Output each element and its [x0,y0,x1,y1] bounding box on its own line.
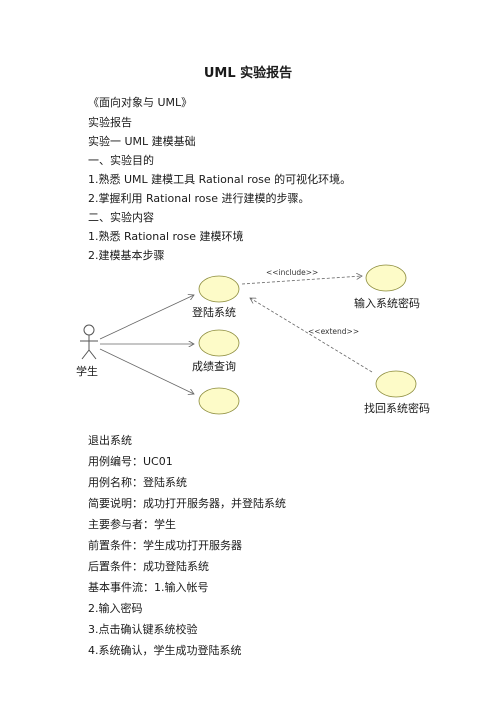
brief-description: 简要说明：成功打开服务器，并登陆系统 [88,497,286,510]
usecase-name: 用例名称：登陆系统 [88,476,187,489]
precondition: 前置条件：学生成功打开服务器 [88,539,242,552]
content-item-1: 1.熟悉 Rational rose 建模环境 [88,230,244,243]
purpose-item-1: 1.熟悉 UML 建模工具 Rational rose 的可视化环境。 [88,173,352,186]
purpose-item-2: 2.掌握利用 Rational rose 进行建模的步骤。 [88,192,310,205]
usecase-recover-password-label: 找回系统密码 [364,401,430,415]
basic-flow-step-3: 3.点击确认键系统校验 [88,623,198,636]
section-heading-purpose: 一、实验目的 [88,154,154,167]
logout-label: 退出系统 [88,434,132,447]
actor-label: 学生 [76,364,98,378]
content-item-2: 2.建模基本步骤 [88,249,165,262]
extend-line [250,298,373,373]
usecase-grades [198,329,240,357]
basic-flow-step-2: 2.输入密码 [88,602,143,615]
include-label: <<include>> [266,268,318,277]
section-heading-content: 二、实验内容 [88,211,154,224]
usecase-login [198,275,240,303]
usecase-grades-label: 成绩查询 [192,359,236,373]
assoc-login [99,295,194,340]
usecase-id: 用例编号：UC01 [88,455,173,468]
usecase-login-label: 登陆系统 [192,305,236,319]
usecase-enter-password [365,264,407,292]
usecase-enter-password-label: 输入系统密码 [354,296,420,310]
usecase-logout [198,387,240,415]
usecase-recover-password [375,370,417,398]
report-title: UML 实验报告 [203,66,293,81]
actor-student [80,324,98,360]
include-line [241,276,362,285]
postcondition: 后置条件：成功登陆系统 [88,560,209,573]
basic-flow-step-1: 基本事件流：1.输入帐号 [88,581,209,594]
course-title: 《面向对象与 UML》 [88,96,193,109]
assoc-logout [99,348,194,394]
primary-actor: 主要参与者：学生 [88,518,176,531]
report-label: 实验报告 [88,116,132,129]
use-case-diagram: 学生 <<include>> <<extend>> 登陆系统 成绩查询 输入系统… [76,264,430,415]
experiment-title: 实验一 UML 建模基础 [88,135,196,148]
basic-flow-step-4: 4.系统确认，学生成功登陆系统 [88,644,242,657]
extend-label: <<extend>> [308,327,359,336]
